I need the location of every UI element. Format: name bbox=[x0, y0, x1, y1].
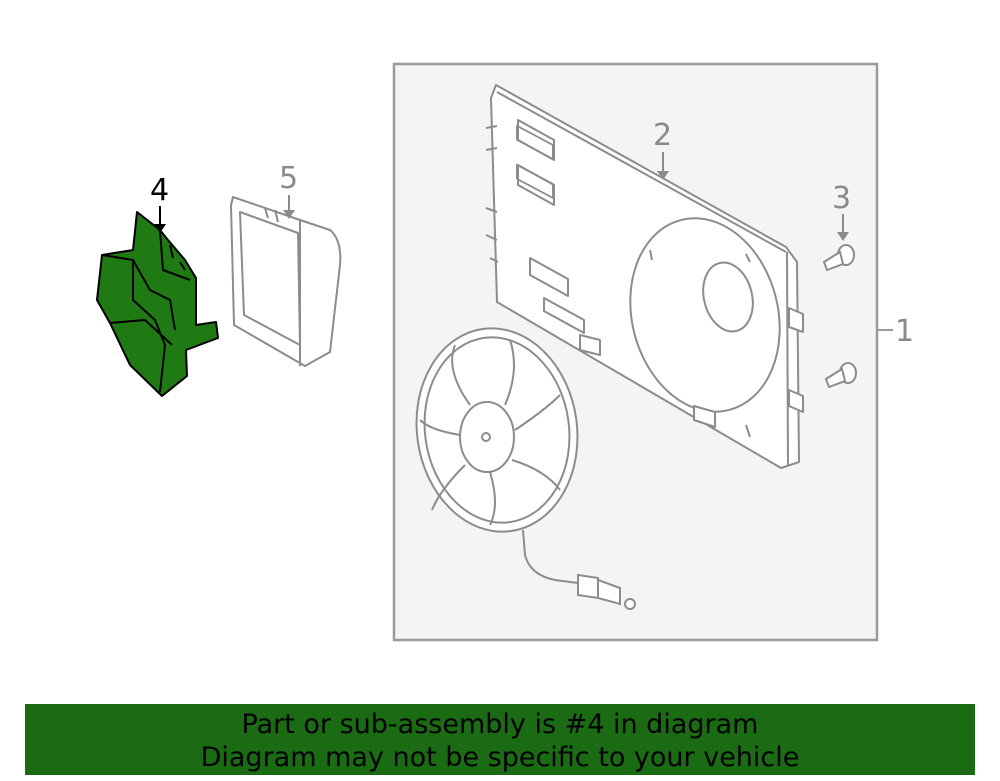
info-banner: Part or sub-assembly is #4 in diagram Di… bbox=[25, 704, 975, 775]
callout-3: 3 bbox=[832, 181, 851, 216]
parts-diagram: 1 2 3 bbox=[96, 62, 914, 642]
callout-4: 4 bbox=[150, 173, 169, 208]
fan-assembly bbox=[415, 327, 636, 610]
banner-line-1: Part or sub-assembly is #4 in diagram bbox=[241, 709, 759, 740]
callout-1: 1 bbox=[895, 314, 914, 349]
leader-arrow-5 bbox=[283, 210, 295, 219]
part-5-seal-frame bbox=[230, 196, 342, 367]
leader-arrow-3 bbox=[837, 232, 849, 241]
banner-line-2: Diagram may not be specific to your vehi… bbox=[200, 742, 800, 773]
leader-arrow-2 bbox=[657, 171, 669, 180]
callout-2: 2 bbox=[653, 118, 672, 153]
part-4-air-guide-highlighted bbox=[96, 211, 219, 397]
leader-arrow-4 bbox=[154, 224, 166, 233]
callout-5: 5 bbox=[279, 161, 298, 196]
part-2-fan-shroud bbox=[485, 84, 804, 469]
part-3-bolts bbox=[822, 244, 857, 389]
